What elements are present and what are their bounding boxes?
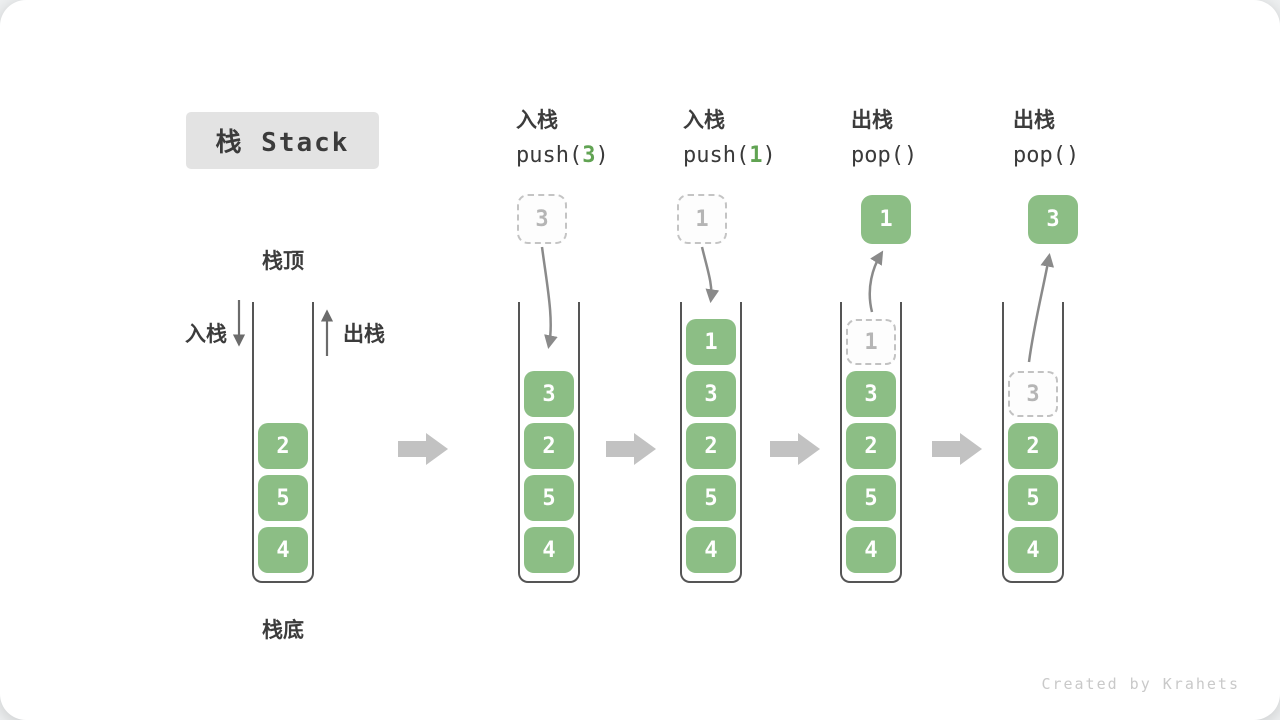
code-post: ) [903, 143, 918, 168]
figure-title: 栈 Stack [186, 112, 379, 169]
op-label-pop-3: 出栈 pop() [1013, 106, 1079, 170]
stack-block: 1 [686, 319, 736, 365]
step-flow-arrow-icon [770, 433, 820, 465]
stack-block: 4 [686, 527, 736, 573]
stack-block-ghost: 1 [846, 319, 896, 365]
pushed-value-box: 3 [517, 194, 567, 244]
code-pre: pop( [1013, 143, 1066, 168]
stack-bottom-label: 栈底 [262, 618, 304, 642]
op-label-pop-1: 出栈 pop() [851, 106, 917, 170]
stack-block: 4 [1008, 527, 1058, 573]
code-post: ) [595, 143, 609, 168]
op-label-push-1: 入栈 push(1) [683, 106, 776, 170]
watermark: Created by Krahets [1041, 675, 1240, 693]
stack-block: 3 [846, 371, 896, 417]
op-cn-text: 出栈 [1013, 108, 1055, 132]
code-post: ) [762, 143, 776, 168]
op-code-text: pop() [1013, 142, 1079, 170]
stack-block: 2 [524, 423, 574, 469]
pushed-value-box: 1 [677, 194, 727, 244]
stack-block: 5 [846, 475, 896, 521]
op-code-text: pop() [851, 142, 917, 170]
stack-block: 5 [1008, 475, 1058, 521]
stack-container-4: 1 3 2 5 4 [840, 302, 902, 583]
stack-block: 2 [686, 423, 736, 469]
push-curve-arrow-icon [700, 246, 720, 304]
stack-container-2: 3 2 5 4 [518, 302, 580, 583]
op-code-text: push(3) [516, 142, 609, 170]
popped-value-box: 1 [861, 195, 911, 244]
stack-block: 5 [686, 475, 736, 521]
popped-value-box: 3 [1028, 195, 1078, 244]
code-arg: 3 [582, 143, 596, 168]
stack-block: 5 [524, 475, 574, 521]
op-cn-text: 入栈 [683, 108, 725, 132]
stack-block: 3 [524, 371, 574, 417]
code-post: ) [1065, 143, 1080, 168]
stack-block-ghost: 3 [1008, 371, 1058, 417]
push-direction-label: 入栈 [185, 322, 227, 346]
op-cn-text: 入栈 [516, 108, 558, 132]
stack-block: 4 [846, 527, 896, 573]
op-label-push-3: 入栈 push(3) [516, 106, 609, 170]
code-pre: push( [516, 143, 583, 168]
code-pre: push( [683, 143, 750, 168]
stack-container-1: 2 5 4 [252, 302, 314, 583]
stack-top-label: 栈顶 [262, 249, 304, 273]
stack-block: 3 [686, 371, 736, 417]
pop-direction-label: 出栈 [343, 322, 385, 346]
step-flow-arrow-icon [398, 433, 448, 465]
stack-block: 2 [1008, 423, 1058, 469]
stack-block: 4 [258, 527, 308, 573]
code-pre: pop( [851, 143, 904, 168]
stack-block: 5 [258, 475, 308, 521]
stack-container-3: 1 3 2 5 4 [680, 302, 742, 583]
code-arg: 1 [749, 143, 763, 168]
step-flow-arrow-icon [606, 433, 656, 465]
stack-container-5: 3 2 5 4 [1002, 302, 1064, 583]
stack-block: 2 [258, 423, 308, 469]
op-cn-text: 出栈 [851, 108, 893, 132]
step-flow-arrow-icon [932, 433, 982, 465]
op-code-text: push(1) [683, 142, 776, 170]
stack-block: 4 [524, 527, 574, 573]
stack-block: 2 [846, 423, 896, 469]
